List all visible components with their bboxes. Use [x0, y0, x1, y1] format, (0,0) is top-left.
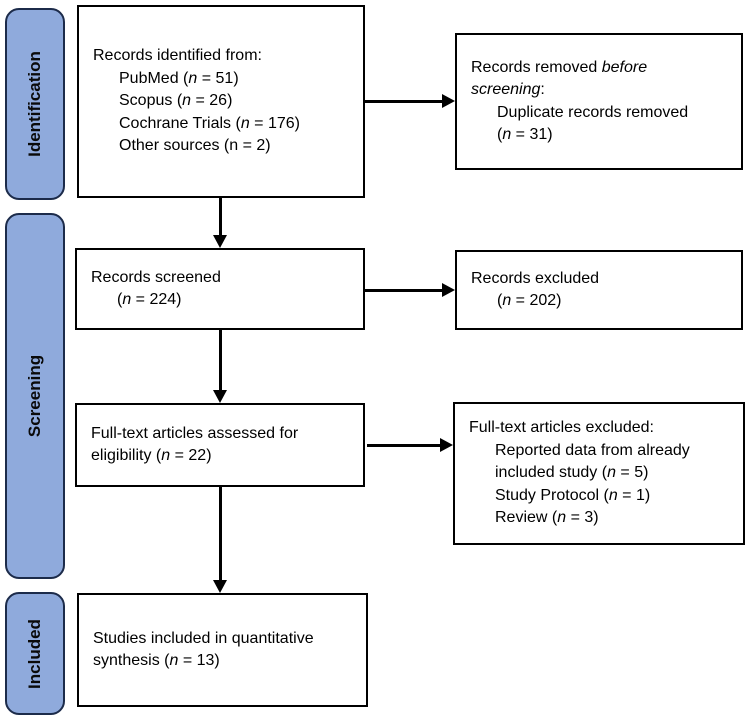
stage-included: Included [5, 592, 65, 715]
stage-identification: Identification [5, 8, 65, 200]
text-line: eligibility (n = 22) [91, 447, 212, 464]
box-records-screened: Records screened (n = 224) [75, 248, 365, 330]
text-line: synthesis (n = 13) [93, 652, 220, 669]
arrow-head-right-icon [442, 283, 455, 297]
box-records-identified: Records identified from: PubMed (n = 51)… [77, 5, 365, 198]
text-line: Cochrane Trials (n = 176) [119, 114, 300, 132]
arrow-head-right-icon [442, 94, 455, 108]
box-studies-included: Studies included in quantitative synthes… [77, 593, 368, 707]
box-records-excluded: Records excluded (n = 202) [455, 250, 743, 330]
arrow-shaft [219, 487, 222, 582]
arrow-shaft [219, 198, 222, 237]
text-line: Records identified from: [93, 47, 262, 65]
stage-included-label: Included [25, 618, 44, 689]
text-line: included study (n = 5) [495, 464, 649, 482]
text-line: Study Protocol (n = 1) [495, 486, 651, 504]
text-line: Records removed before [471, 58, 648, 76]
stage-screening: Screening [5, 213, 65, 579]
arrow-head-down-icon [213, 235, 227, 248]
text-line: Full-text articles excluded: [469, 419, 654, 437]
text-line: (n = 202) [497, 292, 562, 309]
arrow-head-down-icon [213, 580, 227, 593]
box-fulltext-excluded: Full-text articles excluded: Reported da… [453, 402, 745, 545]
arrow-shaft [367, 444, 442, 447]
arrow-shaft [365, 100, 444, 103]
text-line: Review (n = 3) [495, 509, 599, 527]
arrow-head-down-icon [213, 390, 227, 403]
text-line: Reported data from already [495, 441, 690, 459]
arrow-shaft [219, 330, 222, 392]
text-line: (n = 224) [117, 291, 182, 308]
stage-screening-label: Screening [25, 354, 44, 438]
text-line: PubMed (n = 51) [119, 69, 239, 87]
text-line: Studies included in quantitative [93, 629, 314, 647]
arrow-shaft [365, 289, 444, 292]
text-line: Records excluded [471, 269, 600, 287]
text-line: Scopus (n = 26) [119, 92, 233, 110]
text-line: screening: [471, 81, 545, 99]
text-line: (n = 31) [497, 125, 553, 143]
text-line: Records screened [91, 268, 221, 286]
text-line: Duplicate records removed [497, 103, 689, 121]
text-line: Other sources (n = 2) [119, 137, 271, 155]
box-records-removed: Records removed before screening: Duplic… [455, 33, 743, 170]
box-fulltext-assessed: Full-text articles assessed for eligibil… [75, 403, 365, 487]
stage-identification-label: Identification [25, 51, 44, 157]
arrow-head-right-icon [440, 438, 453, 452]
text-line: Full-text articles assessed for [91, 424, 299, 442]
